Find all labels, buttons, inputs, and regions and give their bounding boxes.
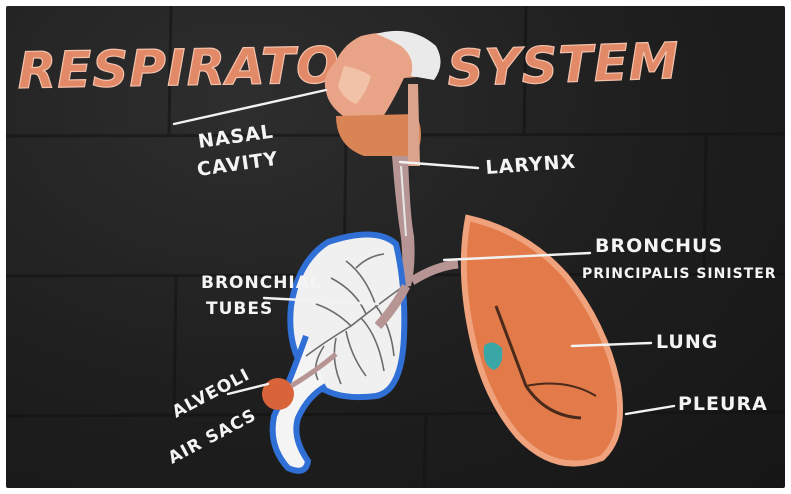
wall-painting: RESPIRATORY SYSTEM [6,6,785,488]
alveoli-sac [262,378,294,410]
label-pleura: PLEURA [678,393,768,415]
label-tubes: TUBES [206,299,273,319]
label-lung: LUNG [656,331,718,353]
diagram-canvas: RESPIRATORY SYSTEM [6,6,785,488]
head-nasal-cavity [325,31,441,166]
label-bronchus: BRONCHUS [595,235,723,257]
label-larynx: LARYNX [485,151,577,179]
right-lung-bronchial [273,234,405,470]
label-cavity: CAVITY [196,148,280,181]
title-system: SYSTEM [446,32,680,98]
label-bronchus-principalis: PRINCIPALIS SINISTER [582,266,777,282]
label-nasal: NASAL [197,121,275,153]
label-bronchial: BRONCHIAL [201,273,322,293]
bronchus-left [412,264,458,281]
